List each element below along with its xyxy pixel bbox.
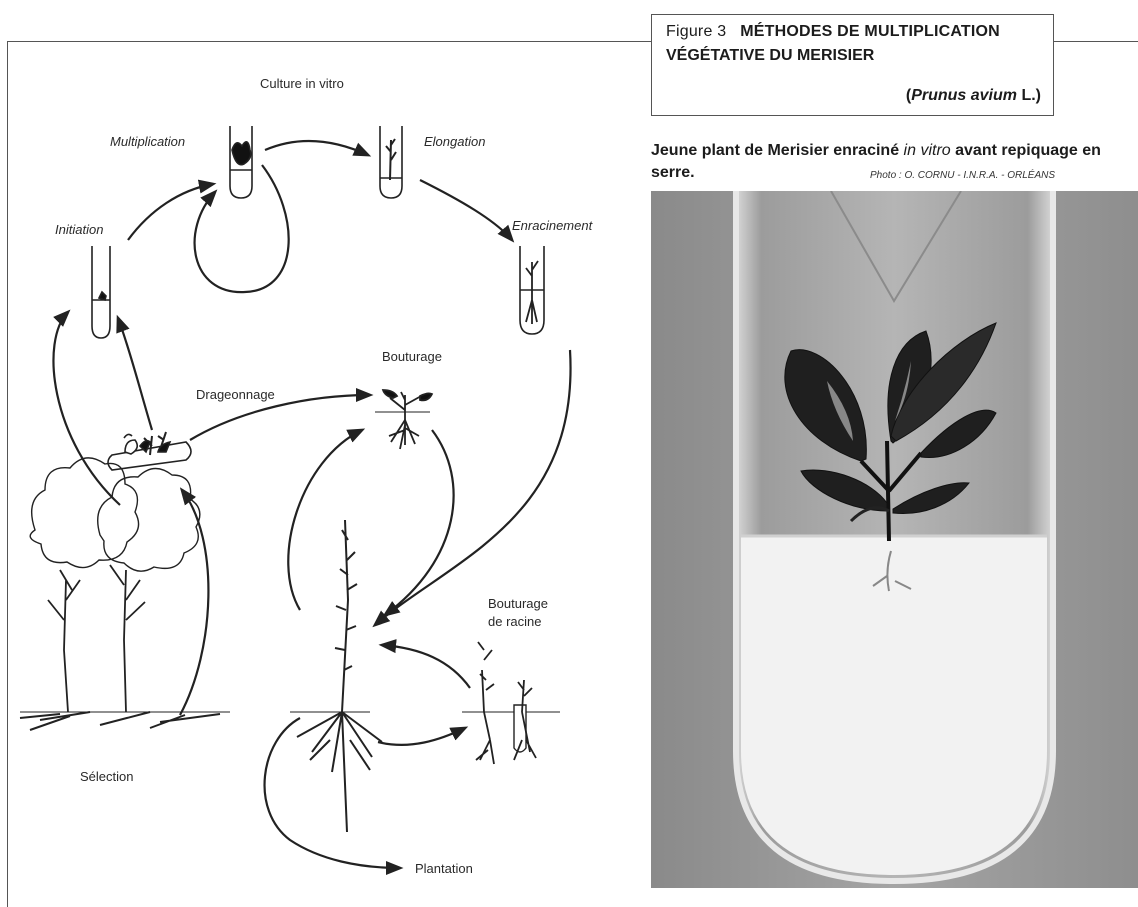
test-tube-multiplication xyxy=(230,126,252,198)
arrow-elongation-to-enracinement xyxy=(420,180,512,240)
label-culture-in-vitro: Culture in vitro xyxy=(260,76,344,91)
arrow-plant-to-root-cutting xyxy=(378,728,465,745)
figure-title-line1: Figure 3 MÉTHODES DE MULTIPLICATION xyxy=(666,23,1041,41)
label-bouturage-racine-2: de racine xyxy=(488,614,541,629)
label-enracinement: Enracinement xyxy=(512,218,592,233)
arrow-root-cutting-to-plant xyxy=(382,645,470,688)
figure-species: (Prunus avium L.) xyxy=(906,87,1041,105)
central-plant xyxy=(290,520,382,832)
test-tube-initiation xyxy=(92,246,110,338)
label-multiplication: Multiplication xyxy=(110,134,185,149)
root-cuttings xyxy=(462,642,560,764)
label-bouturage: Bouturage xyxy=(382,349,442,364)
arrow-plant-to-bouturage xyxy=(288,430,362,610)
arrow-drageonnage-to-initiation xyxy=(118,318,152,430)
species-author: L.) xyxy=(1017,87,1041,104)
label-selection: Sélection xyxy=(80,769,133,784)
label-bouturage-racine-1: Bouturage xyxy=(488,596,548,611)
caption-italic: in vitro xyxy=(904,142,951,159)
arrow-enracinement-to-plant xyxy=(375,350,571,625)
caption-part1: Jeune plant de Merisier enraciné xyxy=(651,142,904,159)
figure-title: MÉTHODES DE MULTIPLICATION xyxy=(740,23,1000,40)
arrow-selection-to-initiation xyxy=(53,312,120,505)
selection-trees xyxy=(20,458,230,730)
label-drageonnage: Drageonnage xyxy=(196,387,275,402)
label-elongation: Elongation xyxy=(424,134,485,149)
figure-label: Figure 3 xyxy=(666,23,726,40)
photo-credit: Photo : O. CORNU - I.N.R.A. - ORLÉANS xyxy=(870,170,1055,181)
bouturage-cutting xyxy=(375,390,432,449)
label-initiation: Initiation xyxy=(55,222,103,237)
figure-title-line2: VÉGÉTATIVE DU MERISIER xyxy=(666,47,1041,65)
arrow-bouturage-to-plant xyxy=(385,430,454,615)
frame-border-top-right xyxy=(1054,41,1138,42)
label-plantation: Plantation xyxy=(415,861,473,876)
arrow-multiplication-to-elongation xyxy=(265,141,368,155)
species-name: Prunus avium xyxy=(911,87,1017,104)
drageonnage-root xyxy=(108,432,191,470)
test-tube-enracinement xyxy=(520,246,544,334)
arrow-selection-to-drageonnage xyxy=(180,490,208,715)
arrow-initiation-to-multiplication xyxy=(128,184,213,240)
plantlet-photo xyxy=(651,191,1138,888)
test-tube-elongation xyxy=(380,126,402,198)
figure-title-box: Figure 3 MÉTHODES DE MULTIPLICATION VÉGÉ… xyxy=(651,14,1054,116)
